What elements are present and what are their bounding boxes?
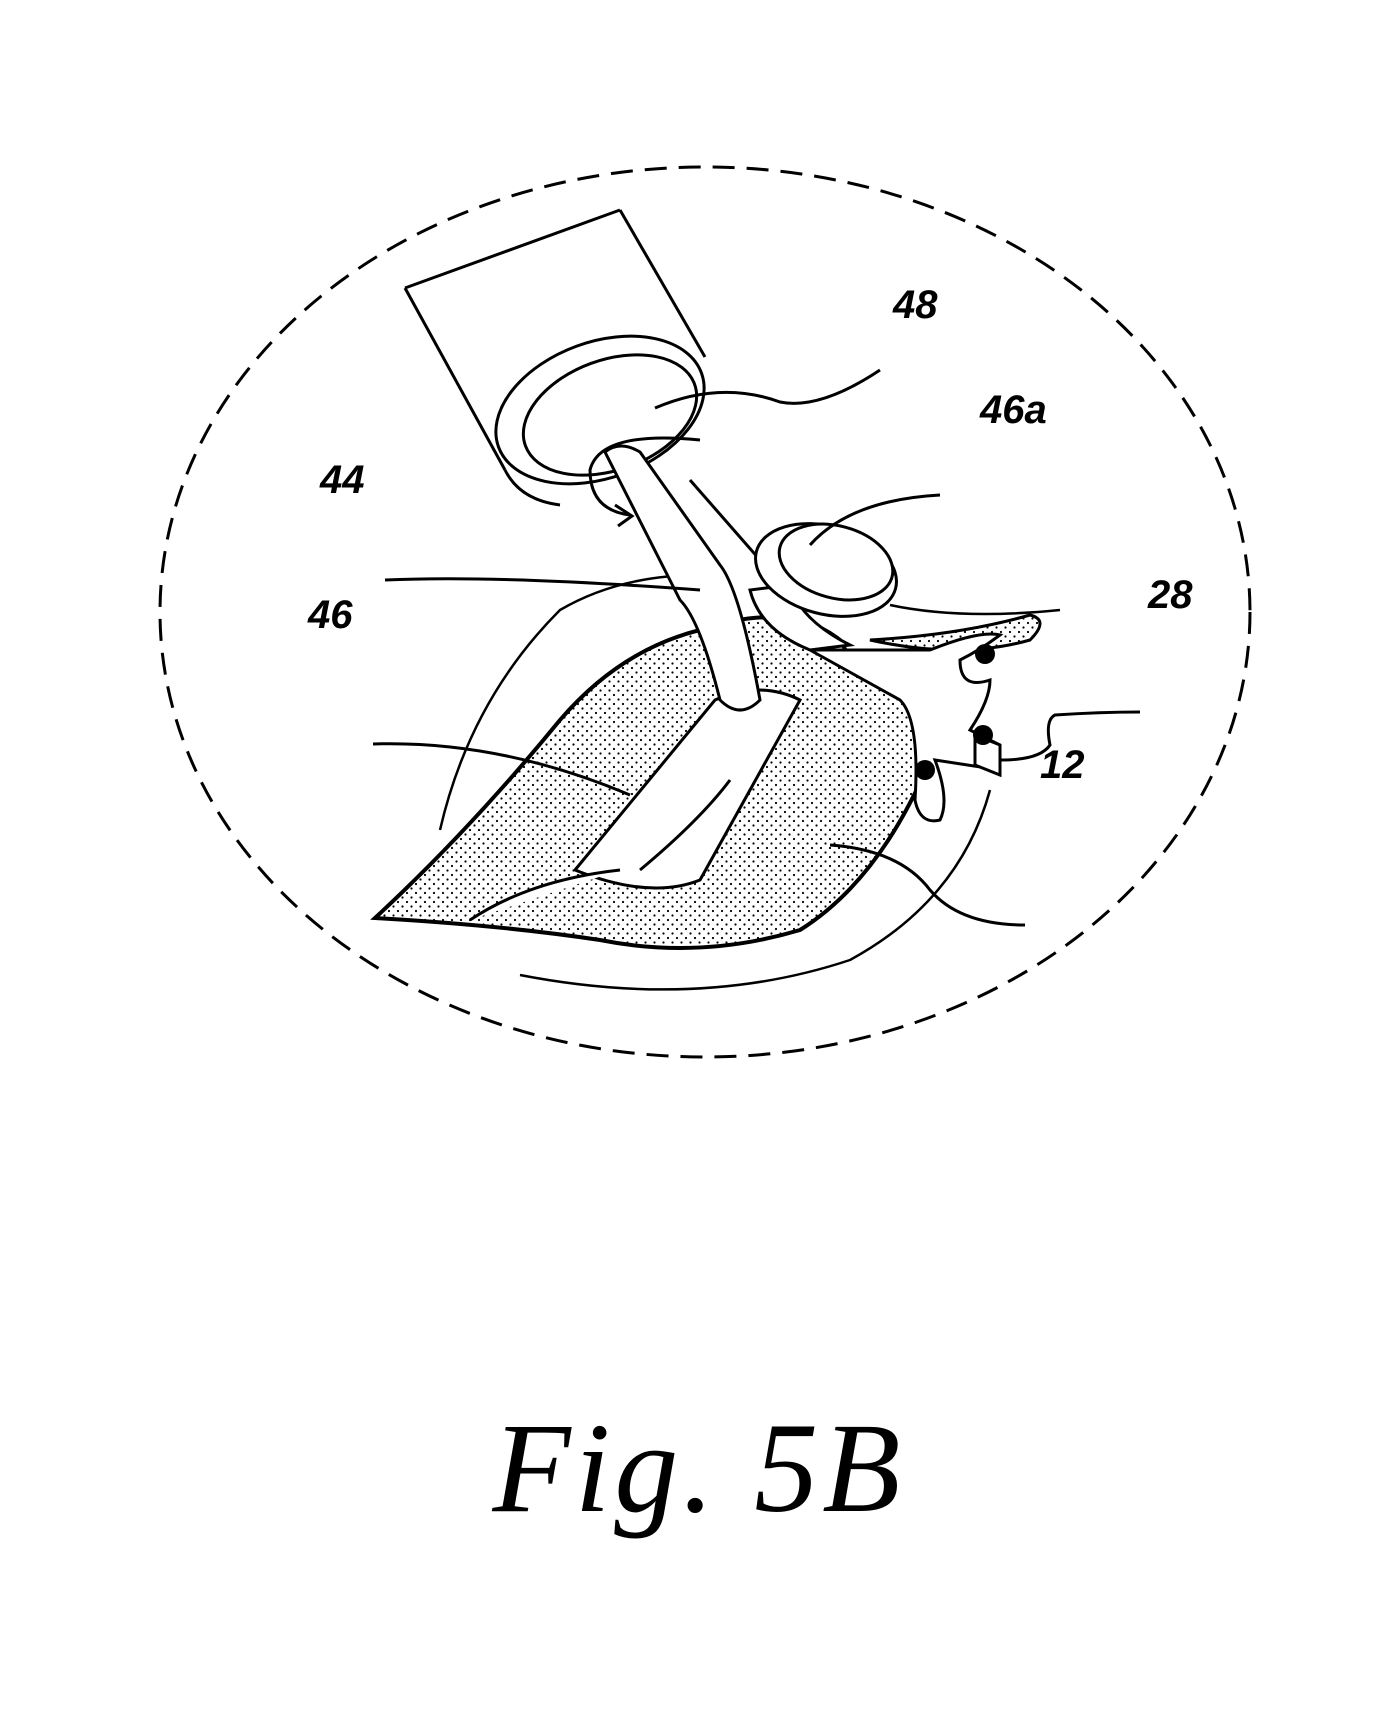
anchor-barbs [915,644,995,780]
ref-label-44: 44 [320,458,365,502]
detail-circle [158,165,1252,1059]
disc-46a [748,522,898,652]
ref-label-46: 46 [308,593,353,637]
figure-caption: Fig. 5B [492,1397,905,1539]
instrument-shaft [403,208,707,507]
ref-label-46a: 46a [980,388,1047,432]
leader-lines [372,368,1141,927]
ref-label-28: 28 [1148,573,1193,617]
ref-label-48: 48 [893,283,938,327]
tissue-contours [438,573,1061,991]
implant-46 [469,688,803,922]
anchor-28 [804,632,1004,823]
rotation-arrow [588,436,701,517]
ref-label-12: 12 [1040,743,1085,787]
